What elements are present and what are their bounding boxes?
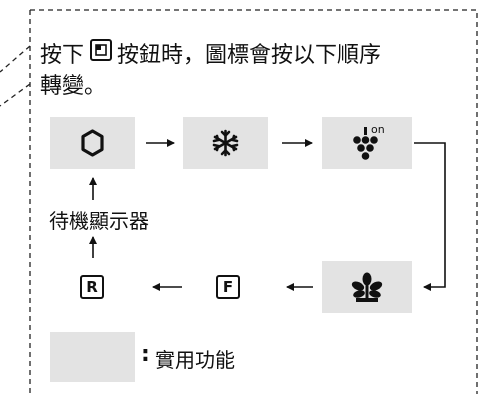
f-key-icon: F xyxy=(216,275,240,299)
instruction-text-after: 按鈕時，圖標會按以下順序 xyxy=(117,43,382,68)
instruction-text-before: 按下 xyxy=(40,43,85,68)
tile-herb xyxy=(322,261,412,313)
standby-label: 待機顯示器 xyxy=(49,209,149,233)
grapes-icon xyxy=(353,127,378,160)
tile-wine: on xyxy=(322,117,412,169)
r-key-label: R xyxy=(86,278,98,296)
snowflake-icon xyxy=(212,129,239,157)
tile-freezer xyxy=(183,117,268,169)
on-label: on xyxy=(371,123,385,136)
instruction-text-line2: 轉變。 xyxy=(40,74,107,99)
hexagon-icon xyxy=(81,129,104,157)
legend-colon: : xyxy=(141,342,150,367)
leaf-plant-icon xyxy=(351,272,383,302)
f-key-label: F xyxy=(222,278,234,296)
r-key-icon: R xyxy=(80,275,104,299)
legend-label: 實用功能 xyxy=(155,348,235,372)
mode-button-icon xyxy=(90,39,112,61)
tile-standby xyxy=(50,117,135,169)
legend-swatch xyxy=(50,332,135,382)
